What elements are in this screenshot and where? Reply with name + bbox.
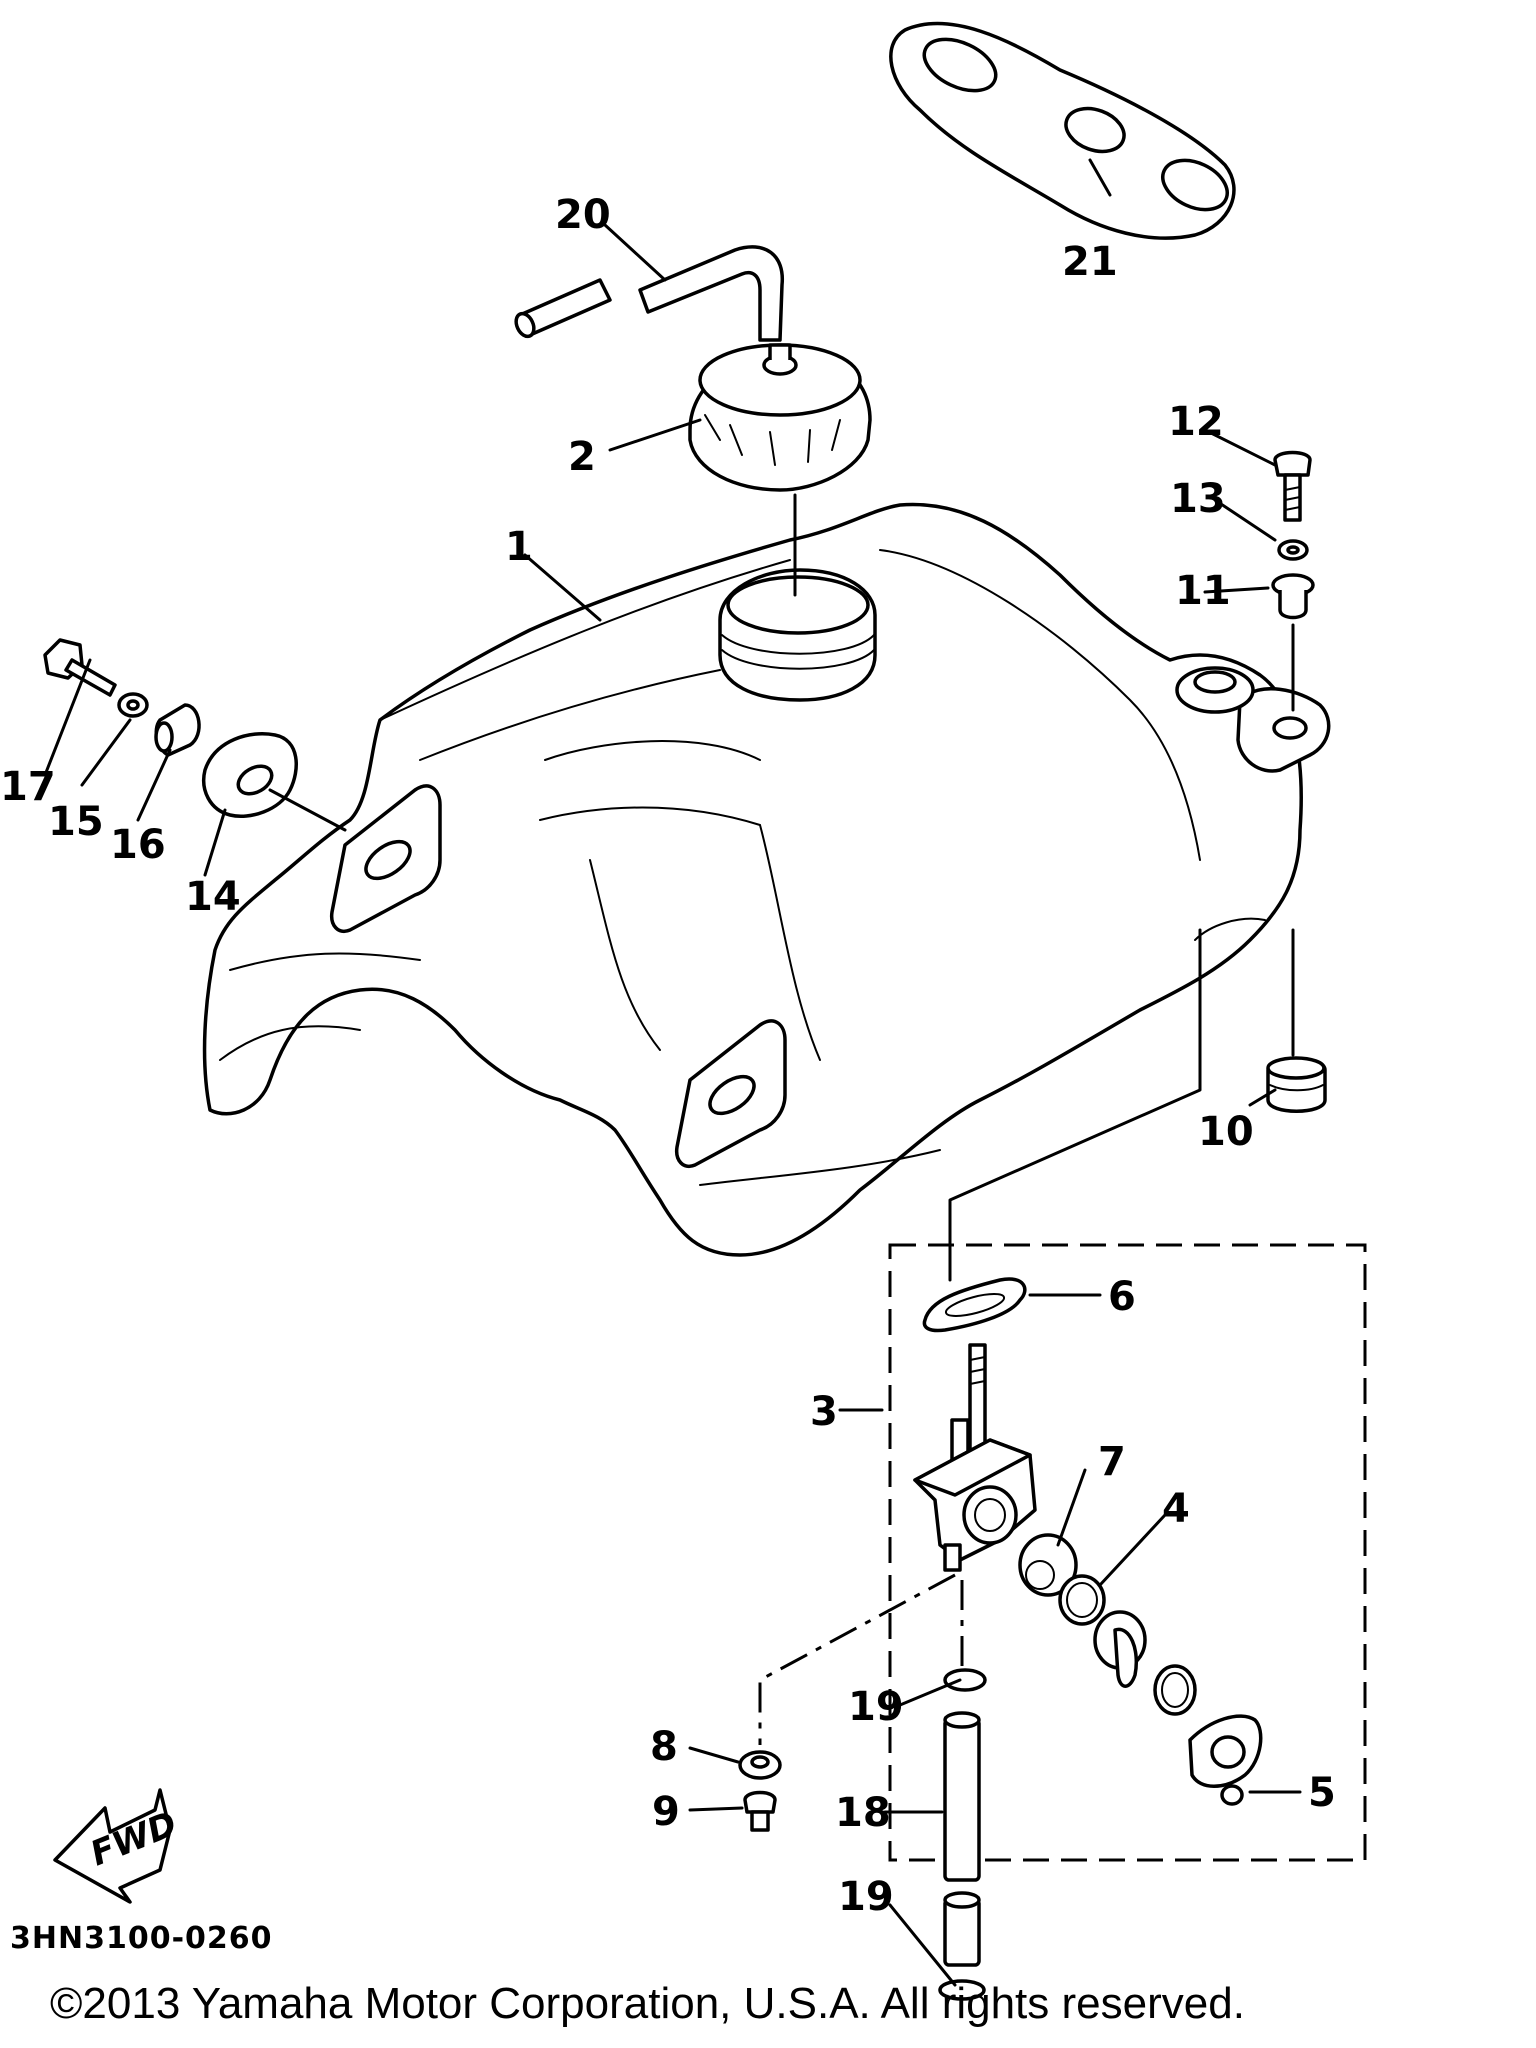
leader-lines — [43, 158, 1302, 1987]
callout-9: 9 — [652, 1789, 680, 1835]
callout-14: 14 — [185, 874, 241, 920]
part-12-bolt — [1273, 450, 1312, 522]
part-6-gasket — [922, 1277, 1027, 1333]
callout-19-lower: 19 — [838, 1874, 894, 1920]
copyright-notice: ©2013 Yamaha Motor Corporation, U.S.A. A… — [50, 1979, 1245, 2028]
callout-3: 3 — [810, 1389, 838, 1435]
part-19-clip-lower — [938, 1979, 986, 2001]
part-20-breather-hose — [514, 245, 784, 342]
assembly-boundary — [888, 1243, 1367, 1862]
callout-6: 6 — [1108, 1274, 1136, 1320]
part-21-bracket — [889, 21, 1236, 240]
part-4-o-ring — [1058, 1574, 1106, 1626]
part-10-damper — [1266, 1056, 1327, 1113]
part-9-screw — [743, 1790, 777, 1832]
callout-12: 12 — [1168, 399, 1224, 445]
callout-10: 10 — [1198, 1109, 1254, 1155]
callout-labels: 21 20 2 1 12 13 11 10 17 15 16 14 6 3 7 … — [0, 192, 1336, 1920]
callout-1: 1 — [505, 524, 533, 570]
callout-16: 16 — [110, 822, 166, 868]
part-5-screw — [1220, 1784, 1244, 1806]
diagram-part-code: 3HN3100-0260 — [10, 1921, 273, 1956]
callout-13: 13 — [1170, 476, 1226, 522]
part-2-fuel-cap — [688, 343, 872, 492]
callout-19-upper: 19 — [848, 1684, 904, 1730]
fwd-arrow-icon: FWD — [53, 1788, 183, 1904]
fuel-cock-lever — [1093, 1610, 1147, 1688]
part-14-grommet — [202, 732, 298, 818]
callout-18: 18 — [835, 1790, 891, 1836]
part-8-washer — [738, 1750, 782, 1780]
callout-5: 5 — [1308, 1770, 1336, 1816]
part-11-collar — [1271, 573, 1315, 620]
callout-7: 7 — [1098, 1439, 1126, 1485]
part-1-fuel-tank — [202, 502, 1331, 1257]
callout-4: 4 — [1162, 1486, 1190, 1532]
callout-8: 8 — [650, 1724, 678, 1770]
callout-2: 2 — [568, 434, 596, 480]
callout-20: 20 — [555, 192, 611, 238]
part-7-filter-cup — [1018, 1533, 1078, 1597]
part-13-washer — [1277, 539, 1309, 561]
part-16-collar — [154, 703, 201, 757]
part-18-fuel-hose — [943, 1711, 981, 1967]
callout-11: 11 — [1175, 568, 1231, 614]
part-15-washer — [117, 692, 149, 718]
part-19-clip-upper — [943, 1668, 987, 1692]
callout-17: 17 — [0, 764, 56, 810]
part-3-fuel-cock-assembly — [888, 1243, 1367, 1862]
part-17-bolt — [43, 638, 117, 697]
callout-21: 21 — [1062, 239, 1118, 285]
callout-15: 15 — [48, 799, 104, 845]
